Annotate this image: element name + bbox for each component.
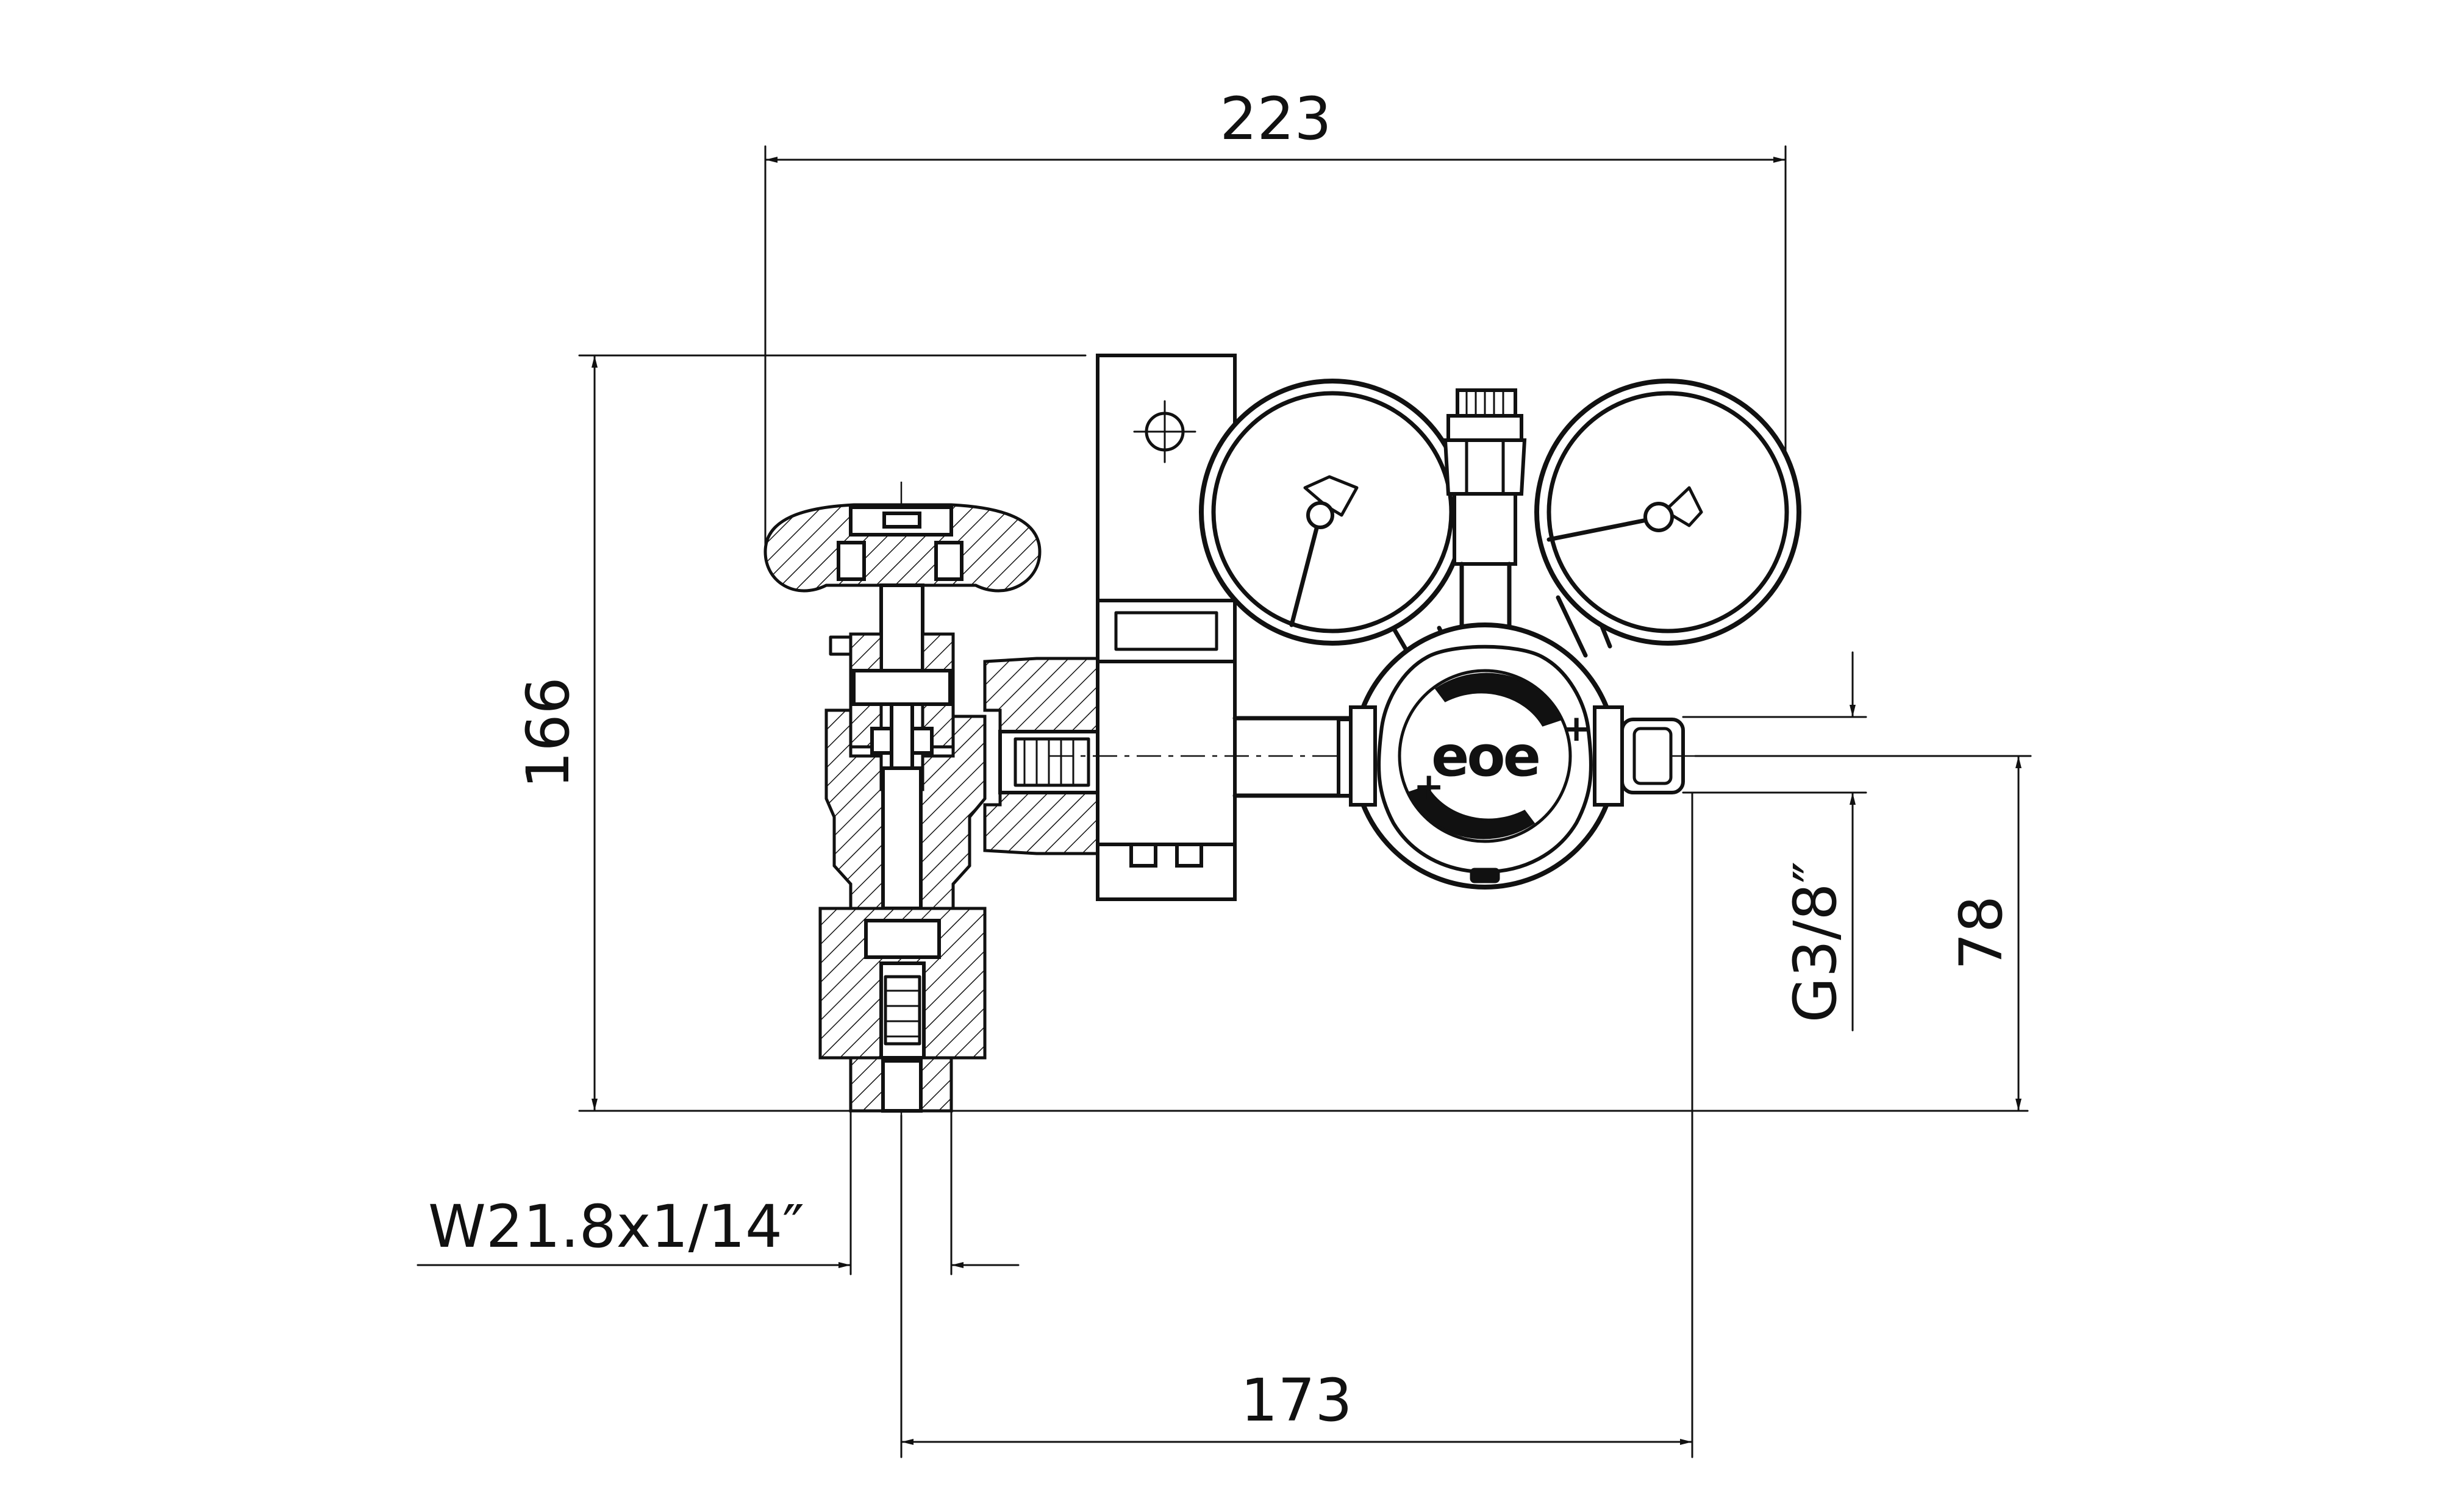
dim-inlet-thread: W21.8x1/14″ — [428, 1193, 804, 1261]
dim-outlet-height: 78 — [1947, 896, 2015, 970]
handwheel — [763, 503, 1042, 593]
regulator-brand-logo: eoe — [1431, 724, 1539, 789]
connecting-tube — [1232, 716, 1362, 798]
cylinder-valve — [763, 482, 1099, 1128]
regulator: eoe + + — [1349, 622, 2025, 890]
adjusting-knob[interactable]: eoe + + — [1377, 644, 1593, 883]
dimension-overall-width: 223 — [764, 85, 1787, 553]
dimension-outlet-thread: G3/8″ — [1682, 651, 1867, 1032]
low-pressure-gauge — [1534, 379, 1801, 658]
dim-overall-width: 223 — [1220, 85, 1331, 153]
dimension-inlet-to-outlet: 173 — [900, 791, 1693, 1458]
dim-inlet-to-outlet: 173 — [1240, 1366, 1352, 1435]
dimension-overall-height: 166 — [514, 354, 2029, 1112]
plus-mark-upper: + — [1561, 707, 1592, 750]
dim-overall-height: 166 — [514, 677, 582, 788]
mounting-block — [1049, 354, 1360, 901]
dim-outlet-thread: G3/8″ — [1781, 861, 1850, 1023]
safety-valve — [1443, 388, 1527, 637]
dimension-inlet-thread: W21.8x1/14″ — [417, 1110, 1020, 1275]
plus-mark-lower: + — [1414, 765, 1444, 808]
high-pressure-gauge — [1199, 379, 1466, 667]
dimension-outlet-height: 78 — [1694, 755, 2032, 1112]
